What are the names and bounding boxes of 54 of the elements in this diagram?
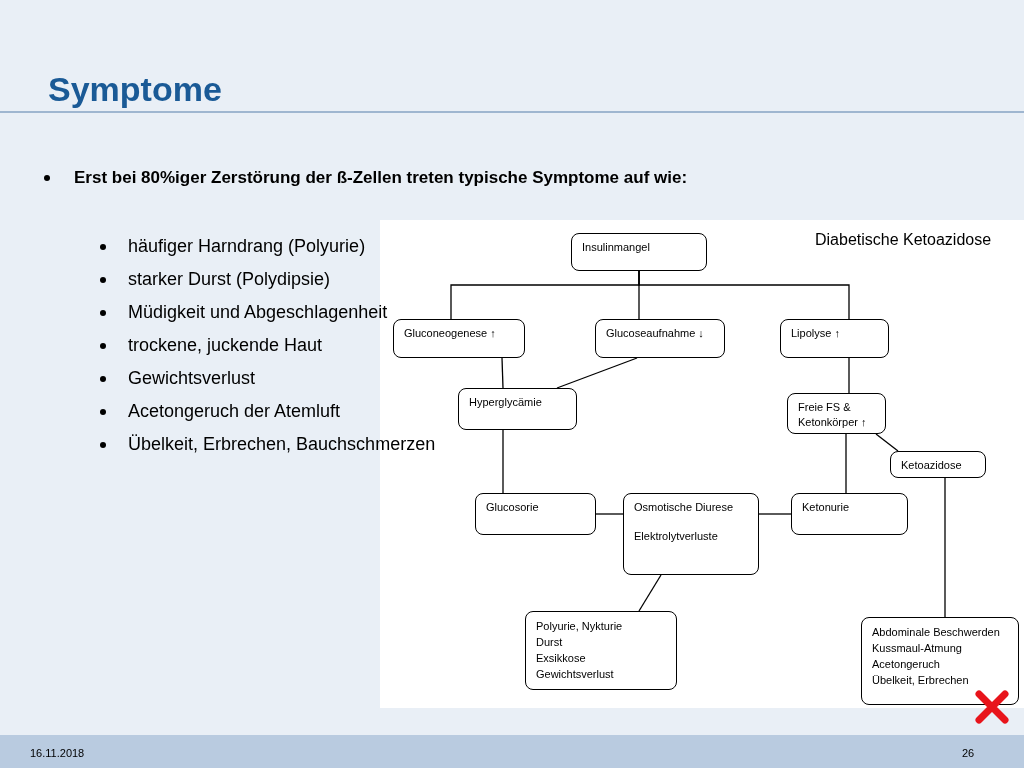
connector-line: [502, 429, 504, 494]
process-box: [623, 493, 759, 575]
node-text: Kussmaul-Atmung: [872, 641, 963, 656]
connector-line: [638, 574, 662, 612]
process-box: [890, 451, 986, 478]
connector-line: [758, 513, 792, 515]
process-box: [571, 233, 707, 271]
connector-line: [556, 357, 638, 389]
process-box: [791, 493, 908, 535]
connector-line: [848, 357, 850, 394]
slide-title: Symptome: [48, 69, 222, 110]
process-box: [475, 493, 596, 535]
node-text: Glucoseaufnahme ↓: [606, 326, 705, 341]
process-box: [393, 319, 525, 358]
process-box: [780, 319, 889, 358]
node-text: Lipolyse ↑: [791, 326, 841, 341]
symptom-item: Gewichtsverlust: [128, 367, 256, 390]
connector-line: [595, 513, 624, 515]
process-box: [861, 617, 1019, 705]
symptom-item: Müdigkeit und Abgeschlagenheit: [128, 301, 388, 324]
node-text: Ketoazidose: [901, 458, 963, 473]
symptom-item: Übelkeit, Erbrechen, Bauchschmerzen: [128, 433, 436, 456]
node-text: Gewichtsverlust: [536, 667, 615, 682]
symptom-item: trockene, juckende Haut: [128, 334, 323, 357]
symptom-item: häufiger Harndrang (Polyurie): [128, 235, 366, 258]
process-box: [787, 393, 886, 434]
node-text: Insulinmangel: [582, 240, 651, 255]
node-text: Ketonurie: [802, 500, 851, 515]
node-text: Elektrolytverluste: [634, 529, 719, 544]
node-text: Gluconeogenese ↑: [404, 326, 497, 341]
node-text: Glucosorie: [486, 500, 540, 515]
node-text: Osmotische Diurese: [634, 500, 735, 515]
connector-line: [944, 477, 946, 618]
node-text: Acetongeruch: [872, 657, 941, 672]
node-text: Durst: [536, 635, 564, 650]
symptom-item: Acetongeruch der Atemluft: [128, 400, 341, 423]
diagram-heading: Diabetische Ketoazidose: [815, 230, 992, 250]
node-text: Exsikkose: [536, 651, 587, 666]
node-text: Hyperglycämie: [469, 395, 543, 410]
node-text: Freie FS & Ketonkörper ↑: [798, 400, 868, 430]
node-text: Übelkeit, Erbrechen: [872, 673, 970, 688]
process-box: [525, 611, 677, 690]
node-text: Polyurie, Nykturie: [536, 619, 624, 634]
process-box: [595, 319, 725, 358]
date-text: 16.11.2018: [30, 746, 85, 761]
intro-text: Erst bei 80%iger Zerstörung der ß-Zellen treten typische Symptome auf wie:: [74, 167, 688, 189]
page-number: 26: [962, 746, 975, 761]
connector-line: [638, 270, 850, 320]
node-text: Abdominale Beschwerden: [872, 625, 1001, 640]
process-box: [458, 388, 577, 430]
connector-line: [845, 433, 847, 494]
connector-line: [501, 357, 504, 389]
connector-line: [875, 433, 899, 452]
symptom-item: starker Durst (Polydipsie): [128, 268, 331, 291]
